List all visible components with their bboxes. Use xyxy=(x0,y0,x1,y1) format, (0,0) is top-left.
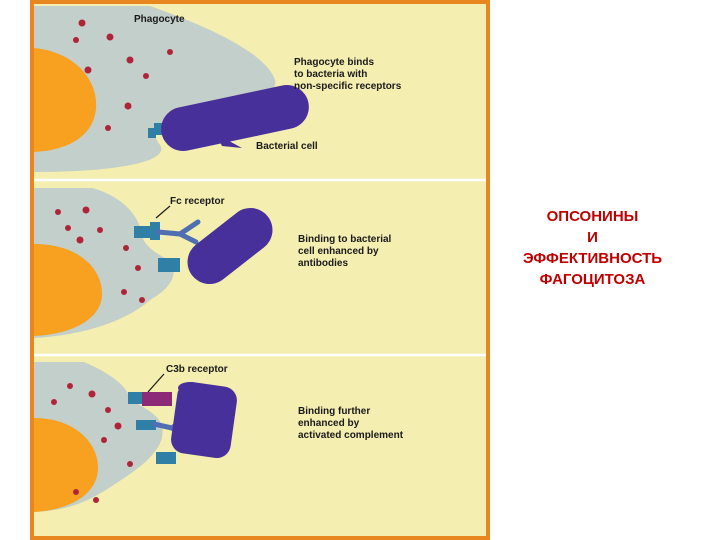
nucleus xyxy=(34,244,102,336)
c3b-receptor-label: C3b receptor xyxy=(166,364,228,375)
panel-nonspecific-binding: Phagocyte Phagocyte binds to bacteria wi… xyxy=(34,6,402,172)
phagocyte-cell xyxy=(34,6,276,172)
bacterial-cell-label: Bacterial cell xyxy=(256,141,318,152)
caption-line: Binding to bacterial xyxy=(298,234,392,245)
caption-line: Phagocyte binds xyxy=(294,57,374,68)
slide-title: ОПСОНИНЫ И ЭФФЕКТИВНОСТЬ ФАГОЦИТОЗА xyxy=(490,206,695,290)
bacterial-cell xyxy=(187,207,273,285)
caption-line: Binding further xyxy=(298,406,370,417)
slide-title-line: ЭФФЕКТИВНОСТЬ xyxy=(522,250,663,267)
slide-title-line: ОПСОНИНЫ xyxy=(546,208,639,225)
granules xyxy=(55,206,145,303)
c3b-receptor xyxy=(128,392,176,464)
bacterial-cell xyxy=(161,84,309,152)
fc-receptor xyxy=(134,222,180,272)
caption-line: to bacteria with xyxy=(294,69,367,80)
panel-antibody-binding: Fc receptor Binding to bacterial cell en… xyxy=(34,188,392,338)
phagocyte-label: Phagocyte xyxy=(134,14,185,25)
caption-line: cell enhanced by xyxy=(298,246,379,257)
slide-title-line: ФАГОЦИТОЗА xyxy=(539,271,646,288)
bacterial-cell xyxy=(171,381,237,459)
granules xyxy=(73,19,173,131)
caption-line: antibodies xyxy=(298,258,348,269)
granules xyxy=(51,383,133,503)
caption-line: activated complement xyxy=(298,430,404,441)
caption-line: non-specific receptors xyxy=(294,81,402,92)
pointer-line xyxy=(147,373,165,393)
nucleus xyxy=(34,418,98,512)
panel-complement-binding: C3b receptor Binding further enhanced by… xyxy=(34,362,404,512)
antibody xyxy=(155,219,201,245)
nucleus xyxy=(34,48,97,152)
slide-title-line: И xyxy=(587,229,598,246)
pointer-line xyxy=(155,205,171,219)
caption-line: enhanced by xyxy=(298,418,360,429)
fc-receptor-label: Fc receptor xyxy=(170,196,225,207)
phagocytosis-figure: Phagocyte Phagocyte binds to bacteria wi… xyxy=(30,0,490,540)
